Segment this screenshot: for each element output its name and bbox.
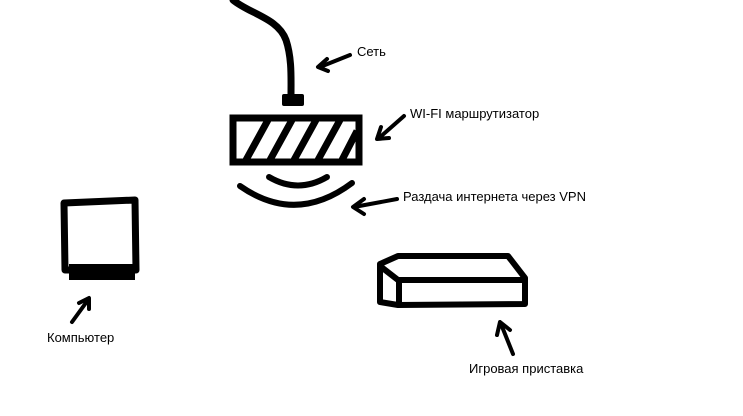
- arrow-to-cable: [316, 53, 352, 73]
- computer-label: Компьютер: [47, 330, 115, 345]
- arrow-to-router: [375, 114, 406, 141]
- network-cable: [229, 0, 295, 99]
- arrow-to-computer: [70, 296, 91, 324]
- router-icon: [229, 114, 363, 166]
- vpn-broadcast-label: Раздача интернета через VPN: [403, 189, 586, 204]
- game-console-icon: [377, 253, 528, 308]
- router-label: WI-FI маршрутизатор: [410, 106, 540, 121]
- game-console-label: Игровая приставка: [469, 361, 584, 376]
- cable-plug: [282, 94, 304, 106]
- arrow-to-waves: [351, 197, 399, 216]
- computer-monitor-icon: [60, 196, 140, 280]
- network-label: Сеть: [357, 44, 386, 59]
- arrow-to-console: [495, 320, 515, 356]
- wifi-waves-icon: [237, 174, 355, 208]
